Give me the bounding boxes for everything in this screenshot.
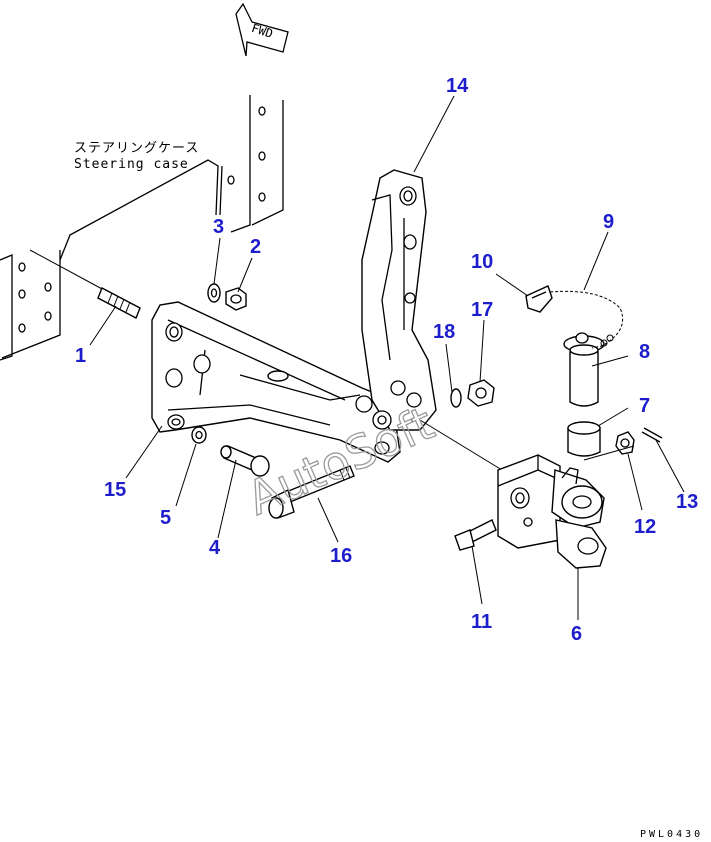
fwd-arrow: FWD — [235, 2, 289, 57]
callout-13: 13 — [676, 491, 698, 513]
part-nut-yoke — [615, 431, 635, 455]
drawing-code: PWL0430 — [640, 829, 703, 840]
part-main-bracket — [151, 301, 401, 463]
callout-9: 9 — [603, 211, 614, 233]
callout-10: 10 — [471, 251, 493, 273]
part-washer-lever — [450, 388, 462, 408]
callout-4: 4 — [209, 537, 221, 559]
leader-lines — [89, 95, 685, 620]
callout-5: 5 — [160, 507, 171, 529]
fwd-label: FWD — [250, 21, 275, 41]
part-stud-bolt — [29, 249, 141, 319]
assembly-line — [419, 419, 503, 471]
steering-case-note-jp: ステアリングケース — [74, 141, 199, 156]
part-nut — [225, 287, 247, 311]
callout-7: 7 — [639, 395, 650, 417]
callout-16: 16 — [330, 545, 352, 567]
part-pin — [563, 332, 605, 407]
callout-8: 8 — [639, 341, 650, 363]
callout-11: 11 — [471, 611, 492, 633]
part-bushing — [567, 421, 601, 457]
steering-case-outline — [0, 95, 284, 361]
callout-numbers: 1 2 3 4 5 6 7 8 9 10 11 12 13 14 15 16 1… — [75, 75, 698, 645]
callout-12: 12 — [634, 516, 656, 538]
part-cotter-pin — [641, 427, 663, 443]
part-bolt-long — [268, 465, 355, 519]
callout-2: 2 — [250, 236, 261, 258]
part-clip — [525, 285, 553, 313]
part-nut-lever — [467, 379, 495, 407]
callout-6: 6 — [571, 623, 582, 645]
callout-3: 3 — [213, 216, 224, 238]
callout-1: 1 — [75, 345, 86, 367]
callout-17: 17 — [471, 299, 493, 321]
callout-14: 14 — [446, 75, 469, 97]
part-bolt-short — [220, 445, 270, 477]
callout-18: 18 — [433, 321, 455, 343]
part-yoke — [497, 454, 607, 569]
part-washer — [207, 283, 221, 303]
part-bolt-yoke — [454, 519, 497, 551]
steering-case-note-en: Steering case — [74, 157, 189, 172]
part-lever-arm — [355, 169, 437, 431]
part-washer-small — [191, 426, 207, 444]
callout-15: 15 — [104, 479, 126, 501]
part-chain — [549, 290, 624, 349]
